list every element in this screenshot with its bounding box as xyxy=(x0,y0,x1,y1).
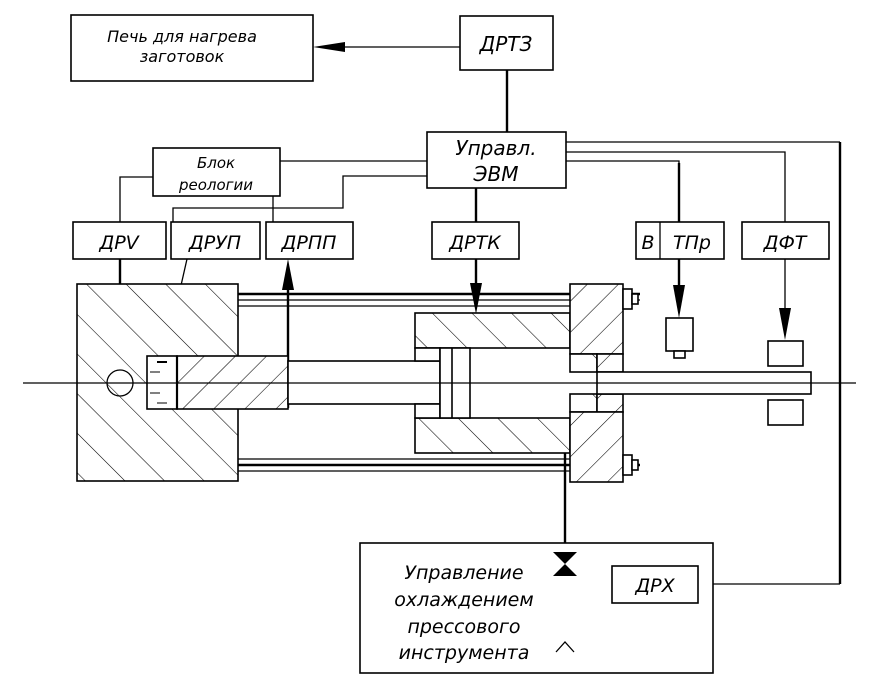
v-tpr-block: В ТПр xyxy=(635,221,725,260)
drh-label: ДРХ xyxy=(634,575,675,597)
drtk-label: ДРТК xyxy=(448,232,502,254)
furnace-label-2: заготовок xyxy=(140,47,225,66)
arrow-drtk xyxy=(470,283,482,314)
furnace-label-1: Печь для нагрева xyxy=(107,27,257,46)
valve-icon-top xyxy=(553,552,577,564)
rheology-block: Блок реологии xyxy=(152,147,281,197)
arrow-tpr xyxy=(673,285,685,318)
cooling-label-4: инструмента xyxy=(399,642,530,664)
drv-label: ДРV xyxy=(98,232,140,254)
press-assembly xyxy=(23,283,856,483)
container-top xyxy=(414,312,571,349)
drup-block: ДРУП xyxy=(170,221,261,260)
arrow-to-furnace xyxy=(313,42,345,52)
computer-label-2: ЭВМ xyxy=(473,162,519,186)
cooling-block: Управление охлаждением прессового инстру… xyxy=(359,542,714,674)
drpp-label: ДРПП xyxy=(281,232,337,254)
drtk-block: ДРТК xyxy=(431,221,520,260)
line-computer-drup xyxy=(172,175,427,222)
drh-block: ДРХ xyxy=(611,565,699,604)
die-holder-top xyxy=(569,283,624,355)
nut-top xyxy=(622,288,633,310)
drtz-block: ДРТЗ xyxy=(459,15,554,71)
line-computer-dft xyxy=(566,151,786,222)
shape-sensor-top xyxy=(767,340,804,367)
dft-label: ДФТ xyxy=(763,232,808,254)
dft-block: ДФТ xyxy=(741,221,830,260)
drtz-label: ДРТЗ xyxy=(479,32,533,56)
drup-label: ДРУП xyxy=(188,232,241,254)
shape-sensor-bottom xyxy=(767,399,804,426)
line-rheology-drv xyxy=(119,176,153,222)
cooling-label-3: прессового xyxy=(407,616,520,638)
v-label: В xyxy=(641,232,654,254)
computer-label-1: Управл. xyxy=(455,136,536,160)
nozzle-icon xyxy=(555,641,575,653)
rheology-label-1: Блок xyxy=(197,154,235,172)
line-computer-tpr xyxy=(566,160,680,222)
drv-block: ДРV xyxy=(72,221,167,260)
cooling-label-1: Управление xyxy=(404,562,523,584)
die-holder-bottom xyxy=(569,411,624,483)
valve-icon-bottom xyxy=(553,564,577,576)
nut-bottom xyxy=(622,454,633,476)
arrow-drpp xyxy=(282,259,294,290)
tpr-label: ТПр xyxy=(673,232,711,254)
arrow-dft xyxy=(779,308,791,340)
rheology-label-2: реологии xyxy=(178,176,253,194)
furnace-block: Печь для нагрева заготовок xyxy=(70,14,314,82)
drpp-block: ДРПП xyxy=(265,221,354,260)
computer-block: Управл. ЭВМ xyxy=(426,131,567,189)
cooling-label-2: охлаждением xyxy=(394,589,533,611)
container-bottom xyxy=(414,417,571,454)
temperature-sensor xyxy=(665,317,694,352)
